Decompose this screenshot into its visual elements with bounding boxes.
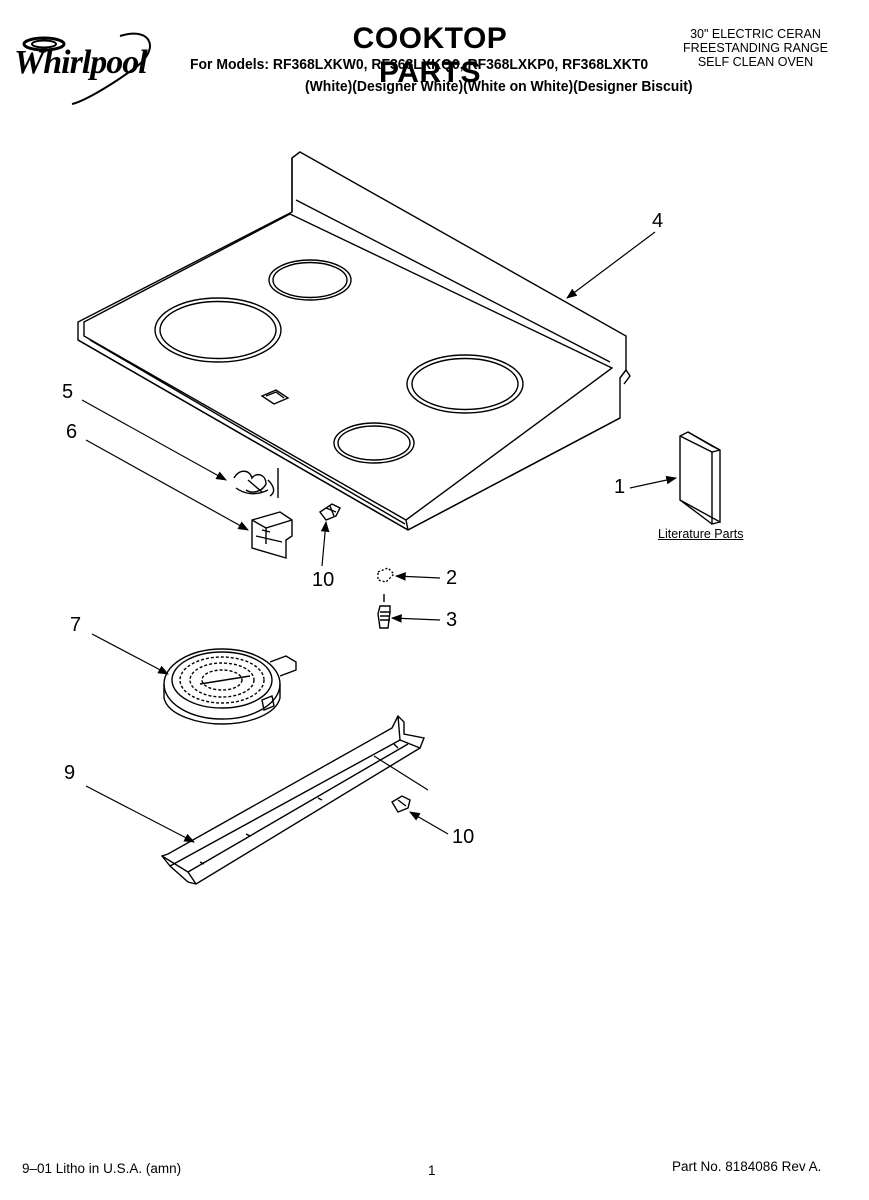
brand-logo: Whirlpool [14,44,148,81]
whirlpool-swirl-logo [22,32,151,105]
radiant-element [163,648,297,725]
models-line: For Models: RF368LXKW0, RF368LXKQ0, RF36… [190,56,649,73]
leader-1 [629,475,678,489]
callout-2: 2 [446,567,458,589]
page-title: COOKTOP PARTS [352,22,508,89]
leader-7 [91,633,169,675]
callout-6: 6 [66,421,78,443]
leader-2 [394,572,441,581]
part-number: Part No. 8184086 Rev A. [672,1159,822,1174]
literature-parts [679,431,721,525]
leader-10-upper [320,520,330,567]
screw-upper [318,503,341,521]
product-line-3: SELF CLEAN OVEN [697,55,814,69]
callout-7: 7 [70,614,82,636]
cooktop-bracket [251,511,293,559]
callout-10-lower: 10 [452,826,475,848]
screw-lower [391,795,411,813]
product-line-1: 30" ELECTRIC CERAN [690,27,821,41]
callout-1: 1 [614,476,626,498]
leader-4 [566,231,656,299]
support-bar [160,714,425,885]
leader-5 [81,399,227,481]
leader-6 [85,439,249,531]
leader-3 [390,614,441,623]
leader-9 [85,785,195,843]
leader-10-lower [409,811,449,835]
variants-line: (White)(Designer White)(White on White)(… [305,78,693,95]
litho-note: 9–01 Litho in U.S.A. (amn) [22,1161,182,1176]
leader-10-guide [373,755,429,791]
callout-4: 4 [652,210,664,232]
literature-parts-label: Literature Parts [658,527,744,541]
wire-clip [233,468,279,498]
callout-10-upper: 10 [312,569,335,591]
callout-9: 9 [64,762,76,784]
page-number: 1 [428,1163,436,1178]
callout-3: 3 [446,609,458,631]
cooktop-glass [77,151,631,531]
product-description: 30" ELECTRIC CERAN FREESTANDING RANGE SE… [668,27,843,69]
callout-5: 5 [62,381,74,403]
clip-and-screw [377,567,395,629]
product-line-2: FREESTANDING RANGE [683,41,828,55]
